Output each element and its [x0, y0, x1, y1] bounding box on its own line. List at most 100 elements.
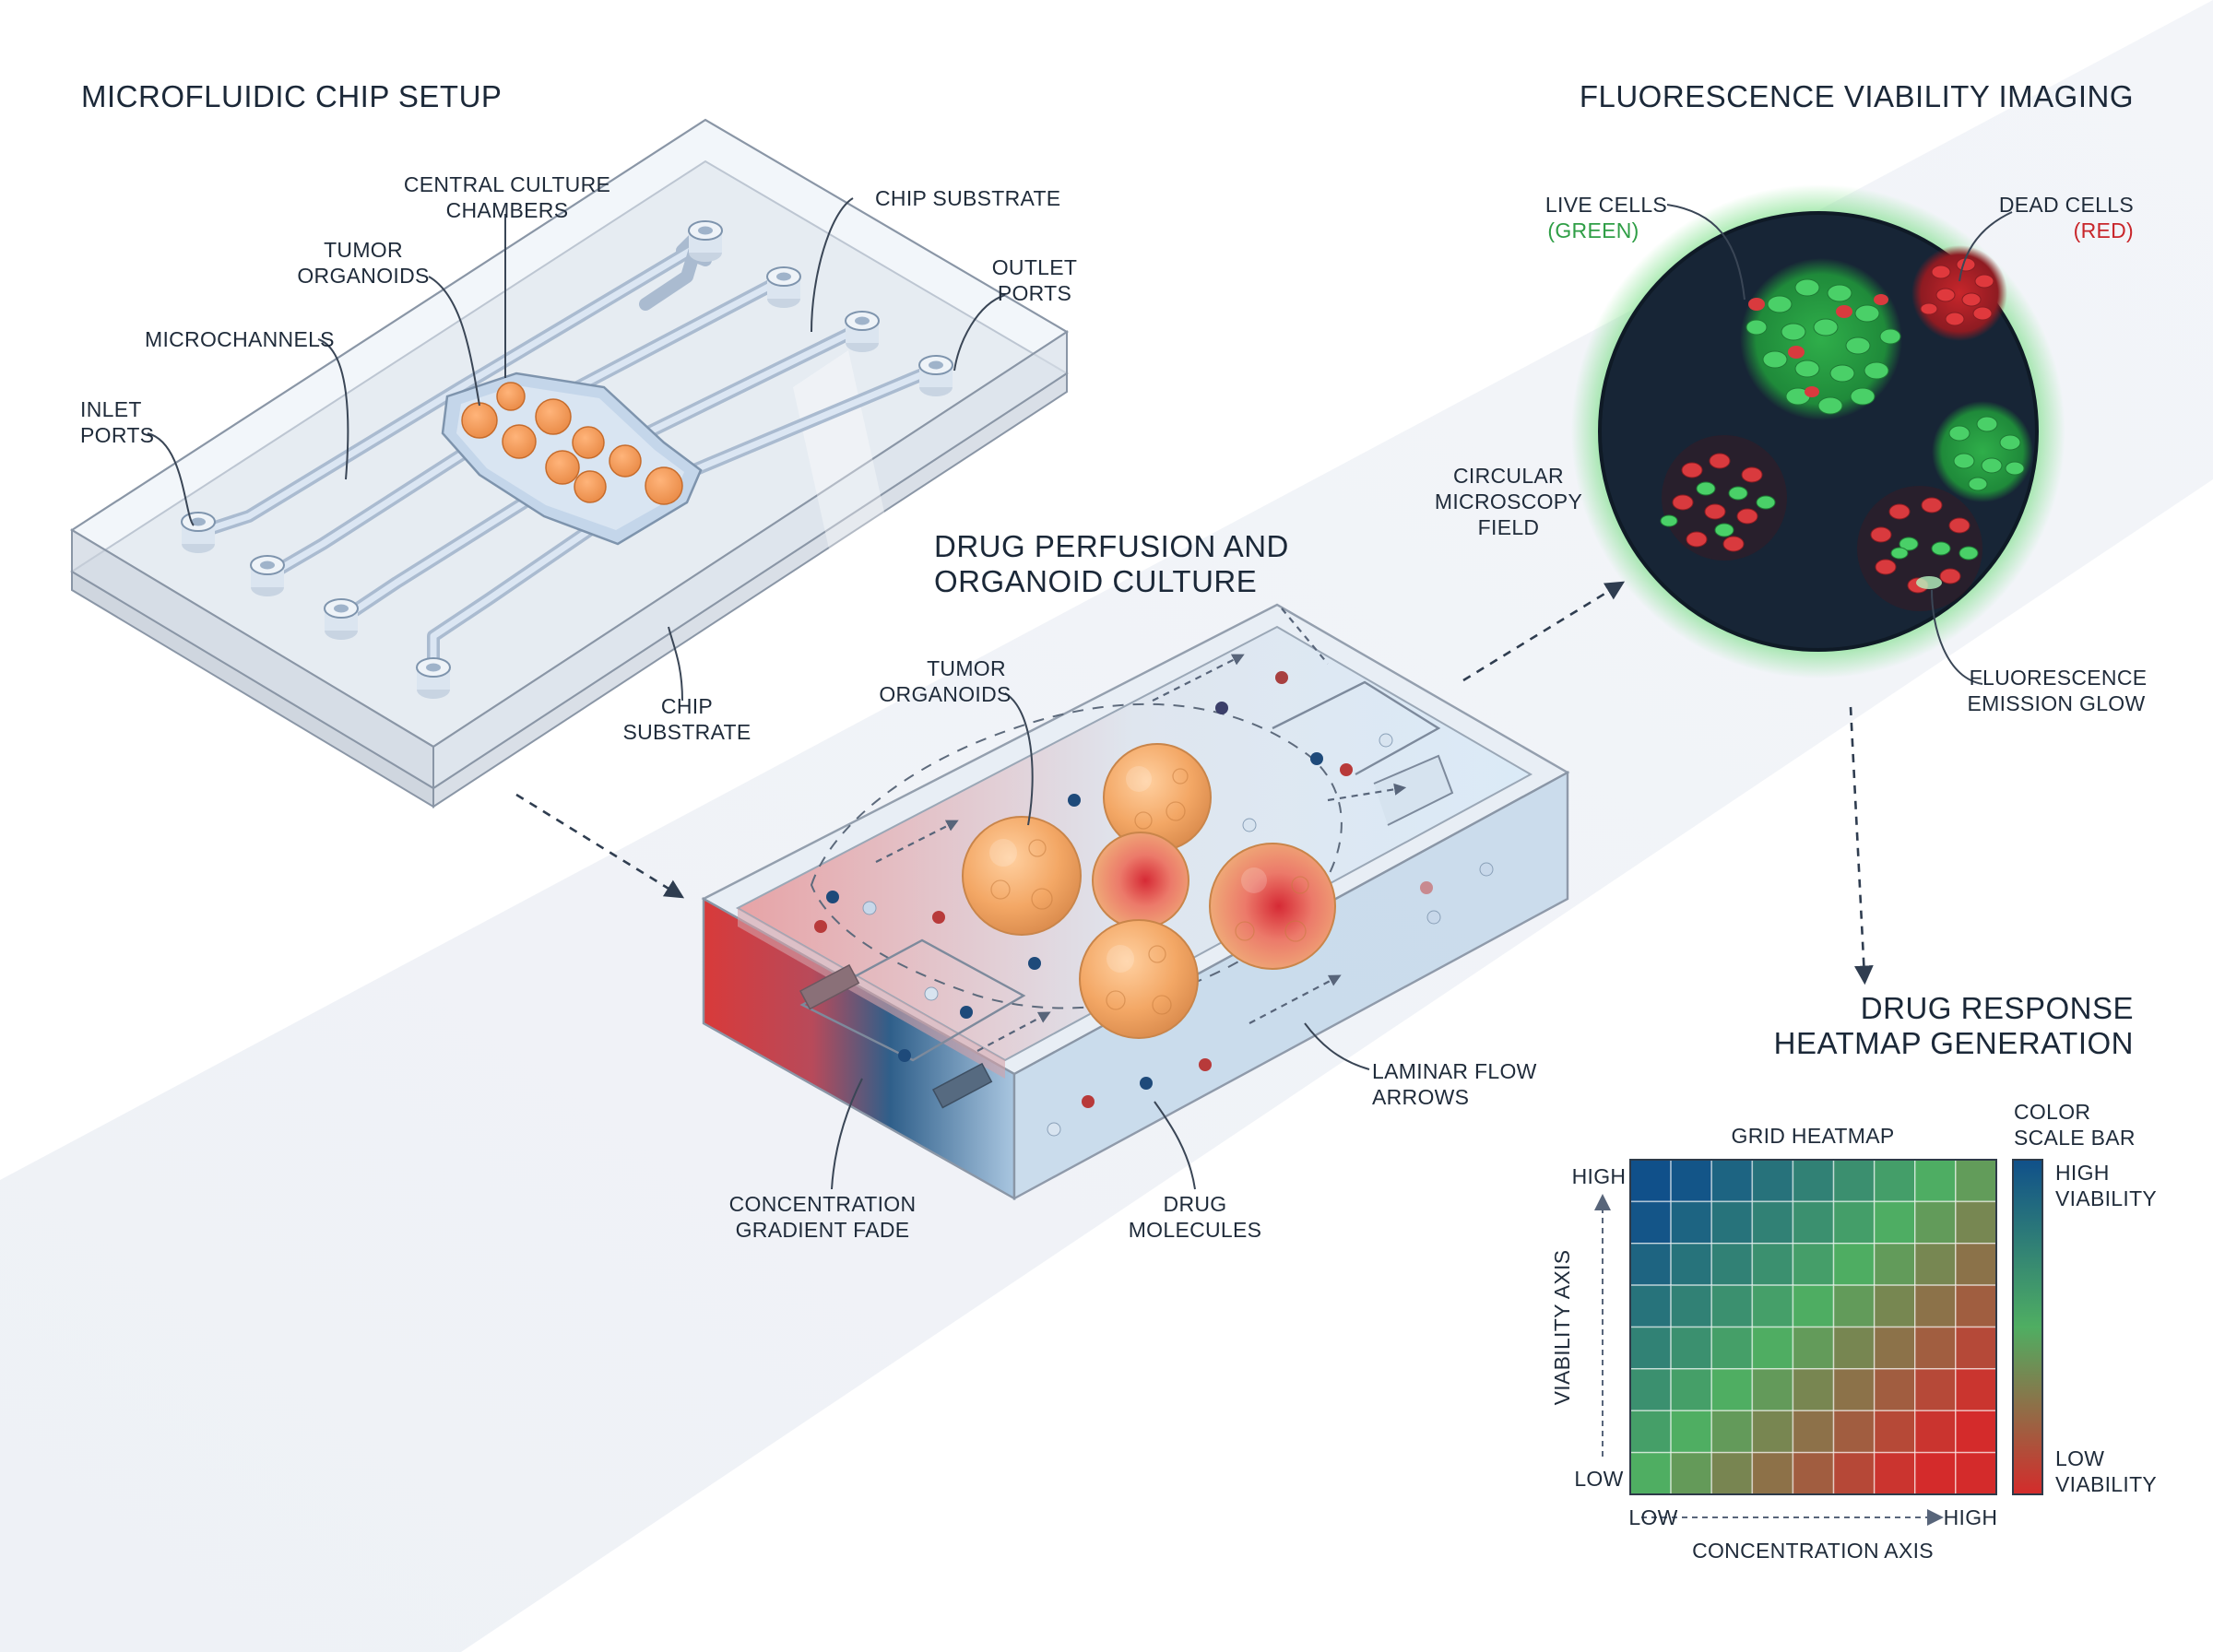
heatmap-cell [1832, 1451, 1876, 1495]
heatmap-cell [1792, 1368, 1835, 1411]
heatmap-y-high: HIGH [1572, 1164, 1627, 1188]
heatmap-cell [1832, 1243, 1876, 1286]
heatmap-cell [1792, 1326, 1835, 1370]
label-central-chambers-1: CENTRAL CULTURE [404, 172, 610, 196]
flow-arrow-imaging-to-heatmap [1849, 706, 1874, 985]
label-gradient-fade-2: GRADIENT FADE [736, 1218, 910, 1242]
heatmap-cell [1832, 1326, 1876, 1370]
heatmap-cell [1792, 1200, 1835, 1245]
heatmap-cell [1629, 1368, 1672, 1411]
heatmap-cell [1670, 1326, 1712, 1370]
heatmap-cell [1832, 1368, 1876, 1411]
heatmap-cell [1955, 1200, 1997, 1245]
heatmap-cell [1670, 1243, 1712, 1286]
heatmap-cell [1670, 1368, 1712, 1411]
large-tumor-organoids [962, 743, 1336, 1039]
heatmap-cell [1955, 1284, 1997, 1328]
heatmap-cell [1873, 1243, 1916, 1286]
colorbar-low-1: LOW [2055, 1446, 2104, 1470]
heatmap-cell [1670, 1410, 1712, 1454]
heatmap-cell [1955, 1410, 1997, 1454]
heatmap-cell [1629, 1200, 1672, 1245]
heatmap-cell [1710, 1451, 1754, 1495]
label-laminar-flow-1: LAMINAR FLOW [1372, 1059, 1537, 1083]
label-tumor-organoids-2: ORGANOIDS [297, 264, 429, 288]
heatmap-cell [1832, 1159, 1876, 1203]
outlet-ports [688, 220, 953, 396]
drug-molecules [814, 671, 1494, 1137]
label-drug-molecules-2: MOLECULES [1129, 1218, 1262, 1242]
label-microchannels: MICROCHANNELS [145, 327, 335, 351]
heatmap-cell [1751, 1200, 1794, 1245]
mixed-cell-cluster-left [1660, 435, 1787, 560]
heatmap-cell [1629, 1243, 1672, 1286]
heatmap-cell [1792, 1410, 1835, 1454]
heatmap-labels: GRID HEATMAP HIGH LOW LOW HIGH CONCENTRA… [1550, 1100, 2157, 1563]
colorbar-high-2: VIABILITY [2055, 1186, 2157, 1210]
heatmap-cell [1710, 1243, 1754, 1286]
heatmap-cell [1629, 1159, 1672, 1203]
label-microscopy-field-2: MICROSCOPY [1435, 490, 1582, 513]
perfusion-labels: TUMOR ORGANOIDS LAMINAR FLOW ARROWS CONC… [729, 656, 1537, 1242]
heatmap-cell [1751, 1284, 1794, 1328]
label-emission-glow-1: FLUORESCENCE [1970, 666, 2148, 690]
title-imaging: FLUORESCENCE VIABILITY IMAGING [1580, 79, 2134, 113]
label-drug-molecules-1: DRUG [1164, 1192, 1227, 1216]
label-dead-cells-2: (RED) [2074, 218, 2134, 242]
live-cell-cluster [1740, 258, 1902, 420]
heatmap-x-axis-label: CONCENTRATION AXIS [1692, 1539, 1934, 1563]
heatmap-cell [1955, 1368, 1997, 1411]
heatmap-cell [1914, 1243, 1957, 1286]
perfusion-chamber-group [701, 603, 1570, 1201]
heatmap-cell [1710, 1284, 1754, 1328]
chip-labels: CENTRAL CULTURE CHAMBERS TUMOR ORGANOIDS… [80, 172, 1077, 744]
heatmap-cell [1955, 1326, 1997, 1370]
heatmap-cell [1710, 1326, 1754, 1370]
heatmap-cell [1710, 1410, 1754, 1454]
live-cell-cluster-small [1932, 401, 2033, 502]
heatmap-cell [1710, 1368, 1754, 1411]
heatmap-cell [1914, 1368, 1957, 1411]
title-perfusion-2: ORGANOID CULTURE [934, 564, 1257, 598]
label-live-cells-1: LIVE CELLS [1545, 193, 1667, 217]
title-heatmap-2: HEATMAP GENERATION [1774, 1026, 2134, 1060]
heatmap-cell [1710, 1200, 1754, 1245]
heatmap-x-high: HIGH [1944, 1505, 1998, 1529]
heatmap-grid-title: GRID HEATMAP [1732, 1124, 1895, 1148]
heatmap-cell [1914, 1451, 1957, 1495]
label-outlet-ports-2: PORTS [998, 281, 1071, 305]
title-chip-setup: MICROFLUIDIC CHIP SETUP [81, 79, 502, 113]
label-microscopy-field-3: FIELD [1478, 515, 1540, 539]
inlet-ports [181, 512, 451, 699]
heatmap-cell [1792, 1159, 1835, 1203]
heatmap-cell [1751, 1368, 1794, 1411]
mixed-cell-cluster-right [1857, 486, 1982, 611]
heatmap-cell [1914, 1326, 1957, 1370]
heatmap-y-axis-label: VIABILITY AXIS [1550, 1250, 1574, 1406]
heatmap-cell [1629, 1410, 1672, 1454]
heatmap-cell [1629, 1326, 1672, 1370]
heatmap-y-low: LOW [1574, 1467, 1623, 1491]
heatmap-cell [1873, 1410, 1916, 1454]
microscopy-field-group [1571, 184, 2065, 685]
label-microscopy-field-1: CIRCULAR [1453, 464, 1564, 488]
label-emission-glow-2: EMISSION GLOW [1967, 691, 2145, 715]
flow-arrow-chip-to-perfusion [515, 793, 685, 899]
colorbar-high-1: HIGH [2055, 1161, 2110, 1185]
heatmap-cell [1670, 1159, 1712, 1203]
label-perfusion-organoids-1: TUMOR [927, 656, 1006, 680]
chip-setup-group [69, 118, 1070, 808]
colorbar-title-2: SCALE BAR [2014, 1126, 2136, 1150]
heatmap-cell [1751, 1159, 1794, 1203]
heatmap-cell [1873, 1451, 1916, 1495]
heatmap-cell [1832, 1284, 1876, 1328]
heatmap-cell [1955, 1243, 1997, 1286]
heatmap-cell [1629, 1451, 1672, 1495]
heatmap-cell [1873, 1159, 1916, 1203]
label-chip-substrate-bottom-2: SUBSTRATE [622, 720, 751, 744]
chip-tumor-organoids [461, 382, 683, 505]
laminar-flow-arrows [875, 608, 1407, 1052]
heatmap-cell [1914, 1159, 1957, 1203]
heatmap-cell [1914, 1200, 1957, 1245]
